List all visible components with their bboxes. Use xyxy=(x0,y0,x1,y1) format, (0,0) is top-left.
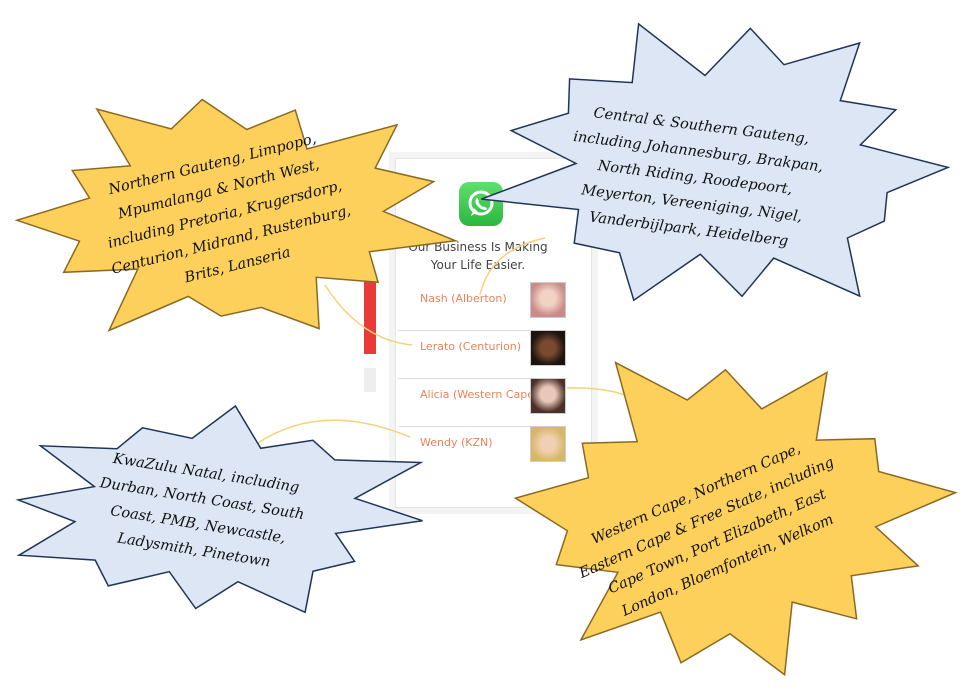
contact-name[interactable]: Alicia (Western Cape) xyxy=(420,388,539,401)
contact-item[interactable]: Alicia (Western Cape) xyxy=(398,378,566,427)
contact-item[interactable]: Wendy (KZN) xyxy=(398,426,566,474)
contact-item[interactable]: Lerato (Centurion) xyxy=(398,330,566,379)
contact-name[interactable]: Nash (Alberton) xyxy=(420,292,507,305)
red-tab xyxy=(364,282,376,354)
starburst-callout xyxy=(481,22,951,302)
avatar xyxy=(530,426,566,462)
arrow-connector xyxy=(254,419,411,446)
whatsapp-icon[interactable] xyxy=(459,182,503,226)
starburst-callout xyxy=(15,404,424,614)
arrow-connector xyxy=(324,284,413,346)
contact-name[interactable]: Wendy (KZN) xyxy=(420,436,493,449)
tagline-line-2: Your Life Easier. xyxy=(430,258,526,272)
arrow-connector xyxy=(479,237,546,296)
avatar xyxy=(530,330,566,366)
gray-tab xyxy=(364,368,376,392)
avatar xyxy=(530,378,566,414)
contact-item[interactable]: Nash (Alberton) xyxy=(398,282,566,331)
avatar xyxy=(530,282,566,318)
starburst-callout xyxy=(513,361,958,677)
contact-name[interactable]: Lerato (Centurion) xyxy=(420,340,522,353)
starburst-callout xyxy=(14,98,459,332)
